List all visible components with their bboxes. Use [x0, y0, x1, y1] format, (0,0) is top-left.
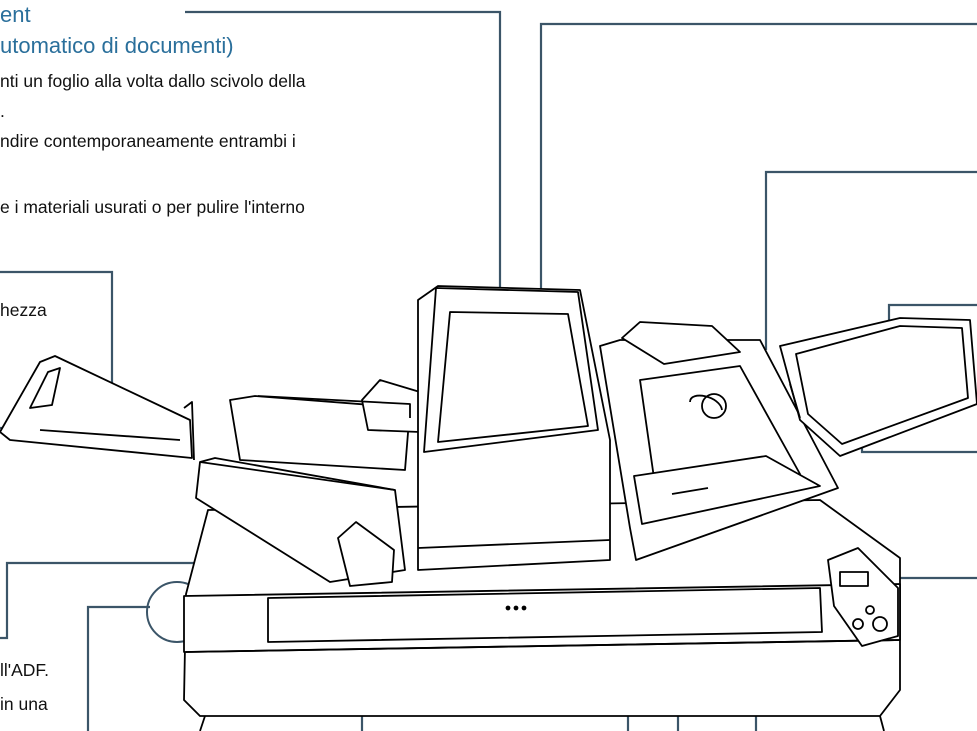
- section-heading-line2: utomatico di documenti): [0, 33, 234, 58]
- scanner-body: [0, 285, 977, 731]
- description-line-1: nti un foglio alla volta dallo scivolo d…: [0, 71, 306, 91]
- section-heading-line1: ent: [0, 2, 31, 27]
- callout-adf-label: ll'ADF.: [0, 660, 50, 680]
- chute-extension: [0, 355, 193, 459]
- leader-stacker-top: [764, 170, 977, 350]
- leader-circle: [86, 605, 150, 731]
- stacker-extension: [779, 317, 977, 457]
- description-line-3: ndire contemporaneamente entrambi i: [0, 131, 296, 151]
- callout-width-label: hezza: [0, 300, 47, 320]
- chute-cover: [621, 321, 741, 365]
- adf-top-panel: [423, 287, 599, 453]
- description-line-2: .: [0, 101, 5, 121]
- description-line-4: e i materiali usurati o per pulire l'int…: [0, 197, 305, 217]
- leader-width-guide: [0, 270, 114, 432]
- callout-in-una-label: in una: [0, 694, 48, 714]
- chute-stopper: [337, 521, 395, 587]
- leader-document-cover: [539, 22, 977, 345]
- hopper-front: [633, 455, 821, 525]
- panel-display: [839, 571, 869, 587]
- left-guide-tab: [361, 379, 421, 433]
